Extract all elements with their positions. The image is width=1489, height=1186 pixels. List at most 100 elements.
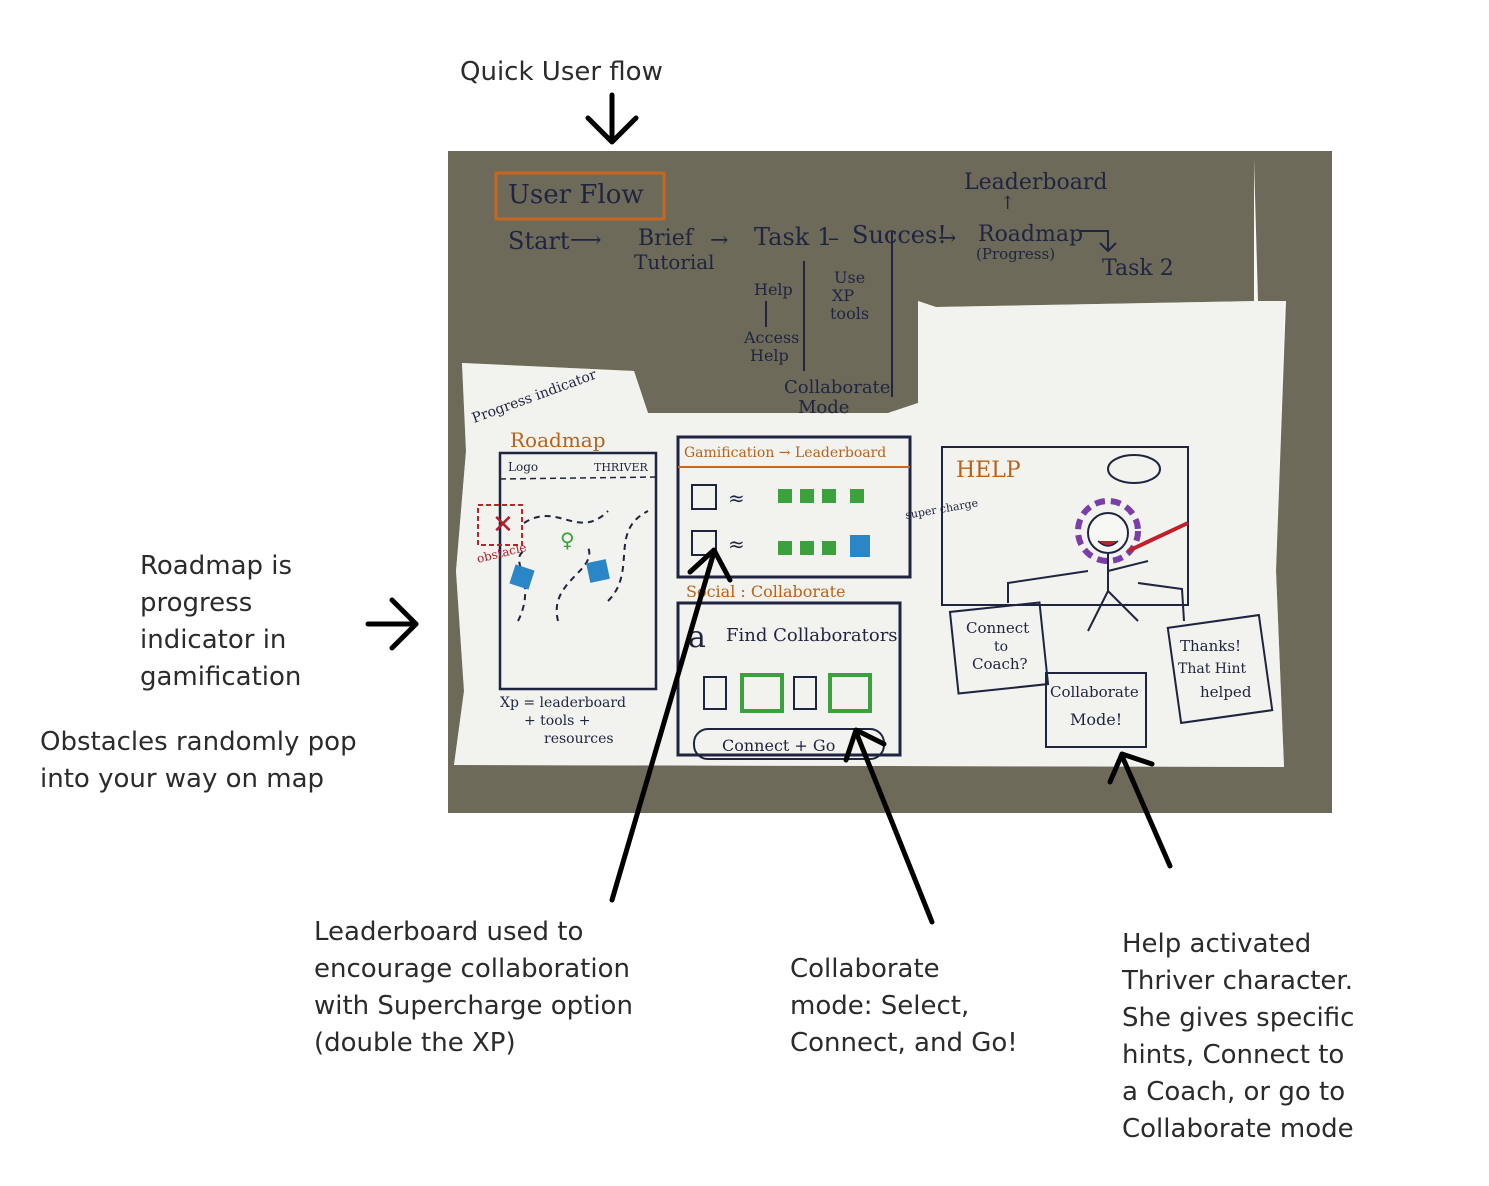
character-hair (1075, 498, 1141, 564)
xp-block (778, 541, 792, 555)
note-roadmap: Roadmap is progress indicator in gamific… (140, 548, 301, 696)
flow-leaderboard: Leaderboard (964, 170, 1107, 195)
flow-loop-arrow (1080, 230, 1117, 253)
collaborator-card-selected (740, 673, 784, 713)
note-help: Help activated Thriver character. She gi… (1122, 926, 1354, 1148)
collaborator-card (793, 676, 817, 710)
roadmap-right-arrow (365, 597, 419, 651)
note-line: Obstacles randomly pop (40, 727, 357, 757)
flow-help-2: Help (750, 346, 789, 365)
obstacle-x-icon: ✕ (492, 510, 514, 540)
connect-coach-label: Coach? (972, 655, 1028, 673)
speech-bubble-icon (1107, 454, 1161, 484)
connect-coach-label: Connect (966, 619, 1029, 637)
note-leaderboard: Leaderboard used to encourage collaborat… (314, 914, 633, 1062)
note-line: progress (140, 588, 253, 618)
thanks-card (1166, 613, 1274, 725)
help-screen (941, 446, 1189, 606)
note-line: with Supercharge option (314, 991, 633, 1021)
xp-block (822, 489, 836, 503)
thanks-label: Thanks! (1180, 637, 1241, 655)
flow-up-arrow: ↑ (1000, 193, 1015, 214)
flow-heading: Quick User flow (460, 54, 663, 91)
roadmap-label: Roadmap (510, 428, 606, 452)
note-line: mode: Select, (790, 991, 970, 1021)
collab-mode-label: Mode! (1070, 710, 1122, 729)
title-box (494, 171, 666, 221)
flow-heading-text: Quick User flow (460, 57, 663, 87)
gamification-label: Gamification → Leaderboard (684, 445, 886, 461)
help-title: HELP (956, 458, 1021, 483)
roadmap-logo: Logo (508, 460, 538, 474)
flow-use: Use (834, 268, 865, 287)
collab-mode-card (1045, 672, 1147, 748)
roadmap-marker (509, 564, 535, 590)
sketch-title: User Flow (508, 180, 644, 210)
flow-task2: Task 2 (1102, 256, 1174, 281)
note-line: Help activated (1122, 929, 1312, 959)
thanks-label: helped (1200, 683, 1252, 701)
character-face (1087, 512, 1129, 554)
find-collaborators: Find Collaborators (726, 625, 898, 646)
obstacle-box (477, 504, 523, 546)
xp-note: + tools + (524, 713, 591, 729)
character-body (1087, 553, 1149, 632)
xp-note: resources (544, 731, 614, 747)
flow-collaborate: Collaborate (784, 377, 890, 398)
note-line: encourage collaboration (314, 954, 630, 984)
help-branch-arrows (1007, 570, 1185, 622)
note-line: Connect, and Go! (790, 1028, 1018, 1058)
note-line: Collaborate mode (1122, 1114, 1354, 1144)
xp-block (800, 489, 814, 503)
connect-go-label: Connect + Go (722, 736, 835, 755)
connect-coach-card (948, 601, 1050, 695)
note-line: gamification (140, 662, 302, 692)
note-line: indicator in (140, 625, 287, 655)
note-line: Thriver character. (1122, 966, 1353, 996)
note-line: Roadmap is (140, 551, 293, 581)
note-line: (double the XP) (314, 1028, 516, 1058)
leaderboard-avatar (691, 484, 717, 510)
note-collaborate: Collaborate mode: Select, Connect, and G… (790, 951, 1018, 1062)
connect-coach-label: to (994, 639, 1008, 655)
note-line: a Coach, or go to (1122, 1077, 1346, 1107)
thanks-label: That Hint (1178, 661, 1246, 677)
xp-block (850, 489, 864, 503)
search-icon: a (688, 620, 706, 655)
note-line: Collaborate (790, 954, 940, 984)
leaderboard-wave: ≈ (728, 486, 745, 510)
character-cape (1127, 521, 1189, 553)
flow-mode: Mode (798, 397, 849, 418)
flow-success: Succes! (852, 221, 947, 249)
flow-arrow: → (710, 228, 728, 253)
supercharge-icon (850, 535, 870, 557)
note-line: hints, Connect to (1122, 1040, 1345, 1070)
xp-block (822, 541, 836, 555)
flow-task1: Task 1 (754, 223, 832, 251)
flow-down-arrow (585, 92, 639, 145)
flow-arrow: → (938, 226, 956, 251)
flow-dash: – (828, 226, 839, 251)
flow-start: Start (508, 227, 570, 255)
xp-block (800, 541, 814, 555)
character-smile (1097, 540, 1119, 547)
roadmap-pin-icon: ♀ (560, 528, 575, 552)
flow-access: Access (743, 328, 799, 347)
roadmap-marker (586, 559, 610, 583)
flow-arrow: ⟶ (570, 228, 602, 253)
flow-tutorial: Tutorial (634, 250, 715, 274)
social-label: Social : Collaborate (686, 582, 846, 601)
flow-progress: (Progress) (976, 245, 1055, 263)
xp-note: Xp = leaderboard (500, 695, 626, 711)
leaderboard-screen (676, 435, 912, 579)
flow-xp: XP (832, 286, 854, 305)
note-obstacles: Obstacles randomly pop into your way on … (40, 724, 357, 798)
collab-mode-label: Collaborate (1050, 683, 1139, 701)
roadmap-brand: THRIVER (594, 461, 649, 474)
collaborator-card-selected (828, 673, 872, 713)
flow-tools: tools (830, 304, 869, 323)
flow-help: Help (754, 280, 793, 299)
leaderboard-wave: ≈ (728, 532, 745, 556)
roadmap-divider (499, 476, 657, 480)
flow-roadmap: Roadmap (978, 222, 1083, 247)
